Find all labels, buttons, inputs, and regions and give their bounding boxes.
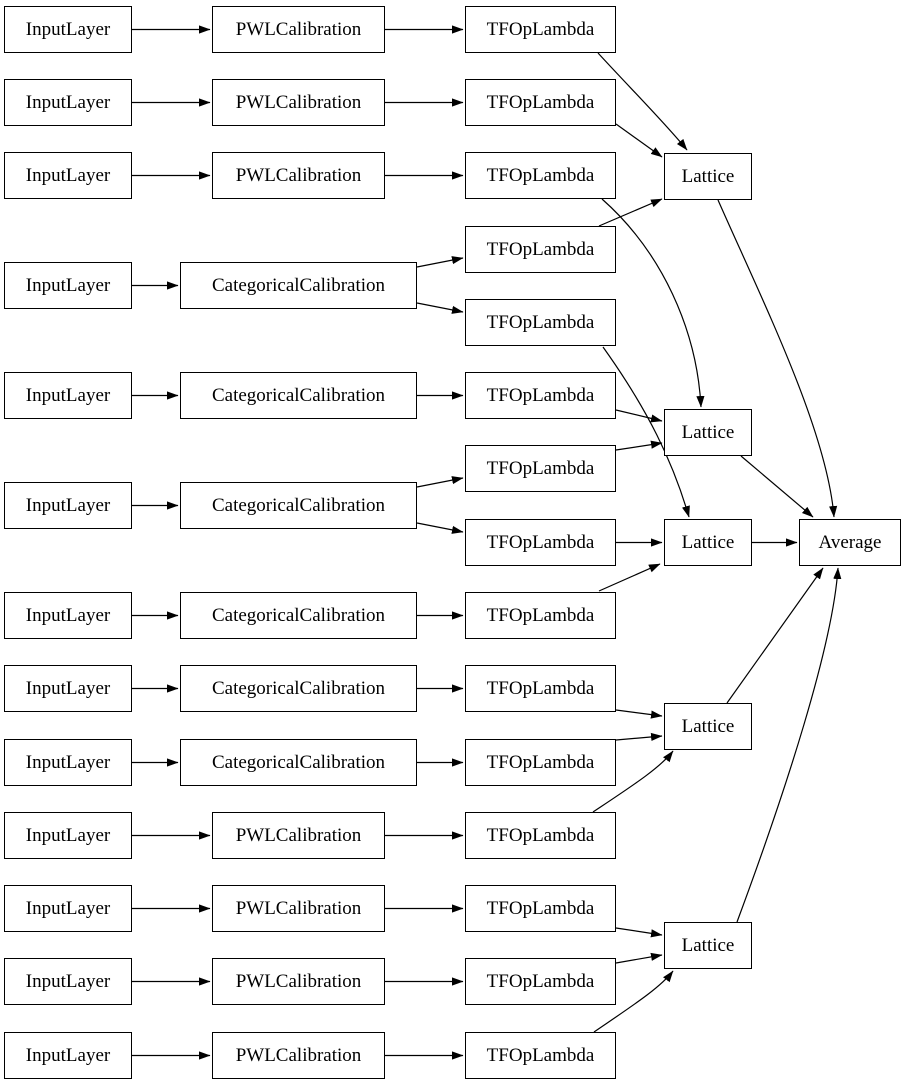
edge-cat1-to-tfo4b: [416, 302, 464, 314]
node-il3: InputLayer: [4, 152, 132, 199]
node-il7: InputLayer: [4, 592, 132, 639]
edge-tfo4a-to-lat1: [598, 198, 663, 227]
node-il9: InputLayer: [4, 739, 132, 786]
node-lat2: Lattice: [664, 409, 752, 456]
edge-tfo3-to-lat2: [601, 198, 705, 408]
edges-group: [132, 25, 842, 1060]
edge-tfo8-to-lat4: [615, 709, 663, 719]
node-cat5: CategoricalCalibration: [180, 665, 417, 712]
edge-tfo5-to-lat2: [615, 409, 663, 423]
node-lat3: Lattice: [664, 519, 752, 566]
node-cat2: CategoricalCalibration: [180, 372, 417, 419]
node-il11: InputLayer: [4, 885, 132, 932]
node-lat4: Lattice: [664, 703, 752, 750]
node-tfo11: TFOpLambda: [465, 885, 616, 932]
edge-lat4-to-avg: [726, 567, 824, 704]
edge-tfo11-to-lat5: [615, 927, 663, 938]
node-cat3: CategoricalCalibration: [180, 482, 417, 529]
node-pwl3: PWLCalibration: [212, 152, 385, 199]
edge-lat5-to-avg: [736, 567, 842, 923]
edge-tfo12-to-lat5: [615, 952, 663, 964]
node-tfo4b: TFOpLambda: [465, 299, 616, 346]
node-tfo3: TFOpLambda: [465, 152, 616, 199]
edge-tfo1-to-lat1: [597, 52, 688, 151]
node-tfo6a: TFOpLambda: [465, 445, 616, 492]
node-cat1: CategoricalCalibration: [180, 262, 417, 309]
node-il12: InputLayer: [4, 958, 132, 1005]
node-tfo1: TFOpLambda: [465, 6, 616, 53]
node-tfo5: TFOpLambda: [465, 372, 616, 419]
edge-cat3-to-tfo6b: [416, 522, 464, 534]
node-il6: InputLayer: [4, 482, 132, 529]
node-il1: InputLayer: [4, 6, 132, 53]
node-lat5: Lattice: [664, 922, 752, 969]
node-tfo7: TFOpLambda: [465, 592, 616, 639]
node-pwl7: PWLCalibration: [212, 1032, 385, 1079]
edge-tfo13-to-lat5: [593, 970, 674, 1033]
edge-lat2-to-avg: [740, 455, 814, 518]
node-lat1: Lattice: [664, 153, 752, 200]
edge-tfo2-to-lat1: [615, 123, 663, 158]
edge-tfo7-to-lat3: [598, 563, 661, 592]
node-il4: InputLayer: [4, 262, 132, 309]
node-tfo13: TFOpLambda: [465, 1032, 616, 1079]
node-avg: Average: [799, 519, 901, 566]
node-il8: InputLayer: [4, 665, 132, 712]
edge-tfo4b-to-lat3: [602, 346, 690, 518]
node-il13: InputLayer: [4, 1032, 132, 1079]
node-pwl4: PWLCalibration: [212, 812, 385, 859]
node-il5: InputLayer: [4, 372, 132, 419]
node-tfo12: TFOpLambda: [465, 958, 616, 1005]
node-tfo2: TFOpLambda: [465, 79, 616, 126]
edge-cat1-to-tfo4a: [416, 256, 464, 268]
node-tfo9: TFOpLambda: [465, 739, 616, 786]
node-pwl1: PWLCalibration: [212, 6, 385, 53]
edge-lat1-to-avg: [717, 199, 838, 518]
node-il10: InputLayer: [4, 812, 132, 859]
node-il2: InputLayer: [4, 79, 132, 126]
node-tfo6b: TFOpLambda: [465, 519, 616, 566]
node-pwl6: PWLCalibration: [212, 958, 385, 1005]
node-cat6: CategoricalCalibration: [180, 739, 417, 786]
edge-cat3-to-tfo6a: [416, 476, 464, 488]
node-tfo8: TFOpLambda: [465, 665, 616, 712]
node-pwl2: PWLCalibration: [212, 79, 385, 126]
edge-tfo9-to-lat4: [615, 732, 663, 742]
edge-tfo10-to-lat4: [592, 750, 674, 813]
node-tfo10: TFOpLambda: [465, 812, 616, 859]
edge-tfo6a-to-lat2: [615, 440, 663, 451]
node-tfo4a: TFOpLambda: [465, 226, 616, 273]
node-cat4: CategoricalCalibration: [180, 592, 417, 639]
node-pwl5: PWLCalibration: [212, 885, 385, 932]
